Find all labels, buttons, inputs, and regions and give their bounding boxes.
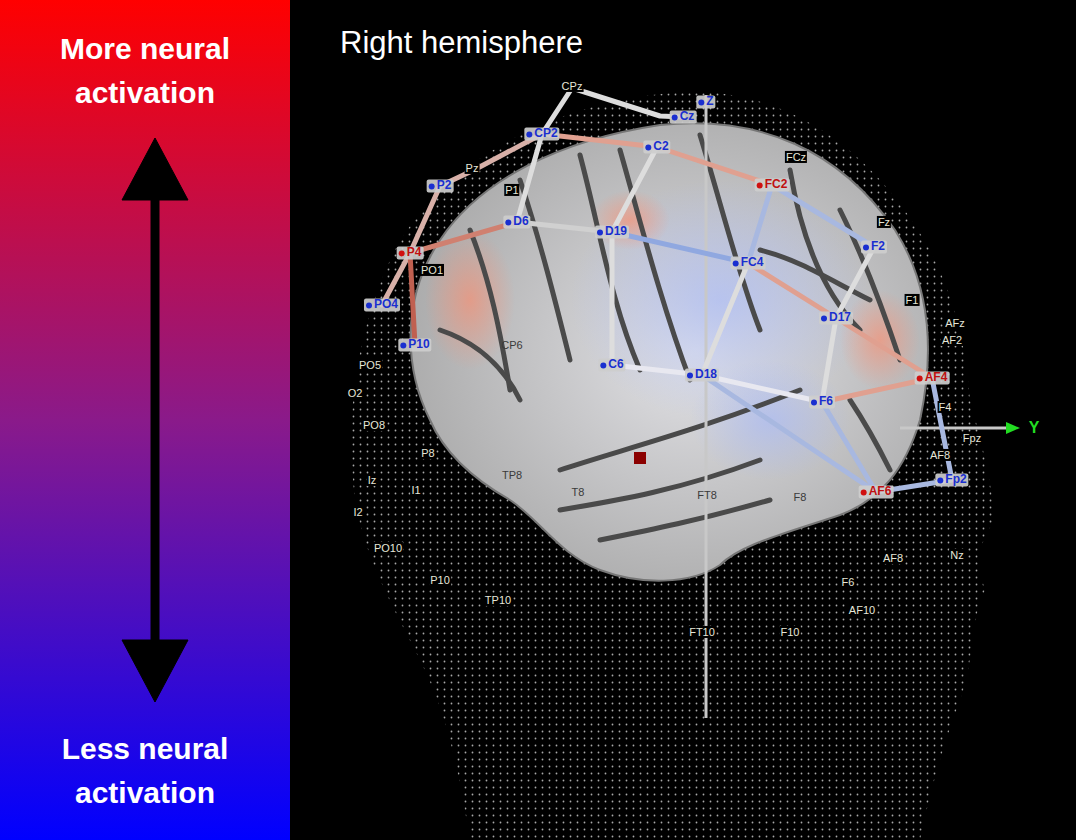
electrode-label: Fpz [962, 432, 982, 444]
electrode-label: CP2 [524, 127, 559, 140]
electrode-label: PO10 [373, 542, 403, 554]
electrode-label: D6 [503, 215, 530, 228]
electrode-label: F1 [905, 294, 920, 306]
axis-label: Y [1027, 419, 1042, 437]
title: Right hemisphere [340, 26, 583, 60]
electrode-label: P2 [427, 179, 454, 192]
electrode-label: FCz [785, 151, 807, 163]
electrode-label: FT8 [697, 489, 717, 501]
head-outline [351, 92, 995, 840]
scale-label: Less neural activation [15, 727, 275, 814]
electrode-label: PO8 [362, 419, 386, 431]
electrode-label: AF4 [915, 371, 950, 384]
electrode-label: PO1 [420, 264, 444, 276]
electrode-label: Fp2 [935, 473, 968, 486]
electrode-label: O2 [347, 387, 364, 399]
electrode-label: C6 [598, 358, 625, 371]
electrode-label: Nz [949, 549, 964, 561]
electrode-label: C2 [643, 140, 670, 153]
electrode-label: F2 [861, 240, 887, 253]
electrode-label: AF8 [929, 449, 951, 461]
electrode-label: FT10 [688, 626, 716, 638]
electrode-label: F4 [938, 401, 953, 413]
electrode-label: D17 [819, 311, 853, 324]
electrode-label: P8 [420, 447, 435, 459]
sensor-lines [382, 88, 952, 492]
electrode-label: I2 [352, 506, 363, 518]
electrode-label: F10 [780, 626, 801, 638]
electrode-label: D19 [595, 225, 629, 238]
electrode-label: P10 [429, 574, 451, 586]
color-scale-bar [0, 0, 290, 840]
electrode-label: Cz [670, 110, 697, 123]
electrode-label: CPz [561, 80, 584, 92]
electrode-label: I1 [410, 484, 421, 496]
marker [634, 452, 646, 464]
electrode-label: Fz [877, 216, 891, 228]
electrode-label: AF8 [882, 552, 904, 564]
electrode-label: D18 [685, 368, 719, 381]
y-axis [900, 427, 1010, 430]
y-axis-head [1006, 422, 1020, 434]
gyri [440, 135, 900, 540]
electrode-label: F8 [794, 491, 807, 503]
electrode-label: PO4 [364, 298, 400, 311]
axis-label: Z [696, 95, 715, 108]
electrode-label: T8 [572, 486, 585, 498]
electrode-label: TP10 [484, 594, 512, 606]
electrode-label: AF6 [859, 485, 894, 498]
electrode-label: P10 [398, 338, 431, 351]
electrode-label: P4 [397, 246, 424, 259]
electrode-label: AFz [944, 317, 966, 329]
electrode-label: AF10 [848, 604, 876, 616]
brain-shape [411, 123, 928, 580]
electrode-label: Pz [465, 162, 480, 174]
electrode-label: PO5 [358, 359, 382, 371]
electrode-label: Iz [367, 474, 378, 486]
electrode-label: TP8 [502, 469, 522, 481]
electrode-label: F6 [841, 576, 856, 588]
electrode-label: P1 [504, 184, 519, 196]
double-arrow [122, 138, 188, 702]
scale-label: More neural activation [15, 27, 275, 114]
electrode-label: AF2 [941, 334, 963, 346]
z-axis [705, 95, 708, 718]
electrode-label: CP6 [501, 339, 522, 351]
electrode-label: FC4 [731, 256, 766, 269]
electrode-label: F6 [809, 395, 835, 408]
electrode-label: FC2 [755, 178, 790, 191]
